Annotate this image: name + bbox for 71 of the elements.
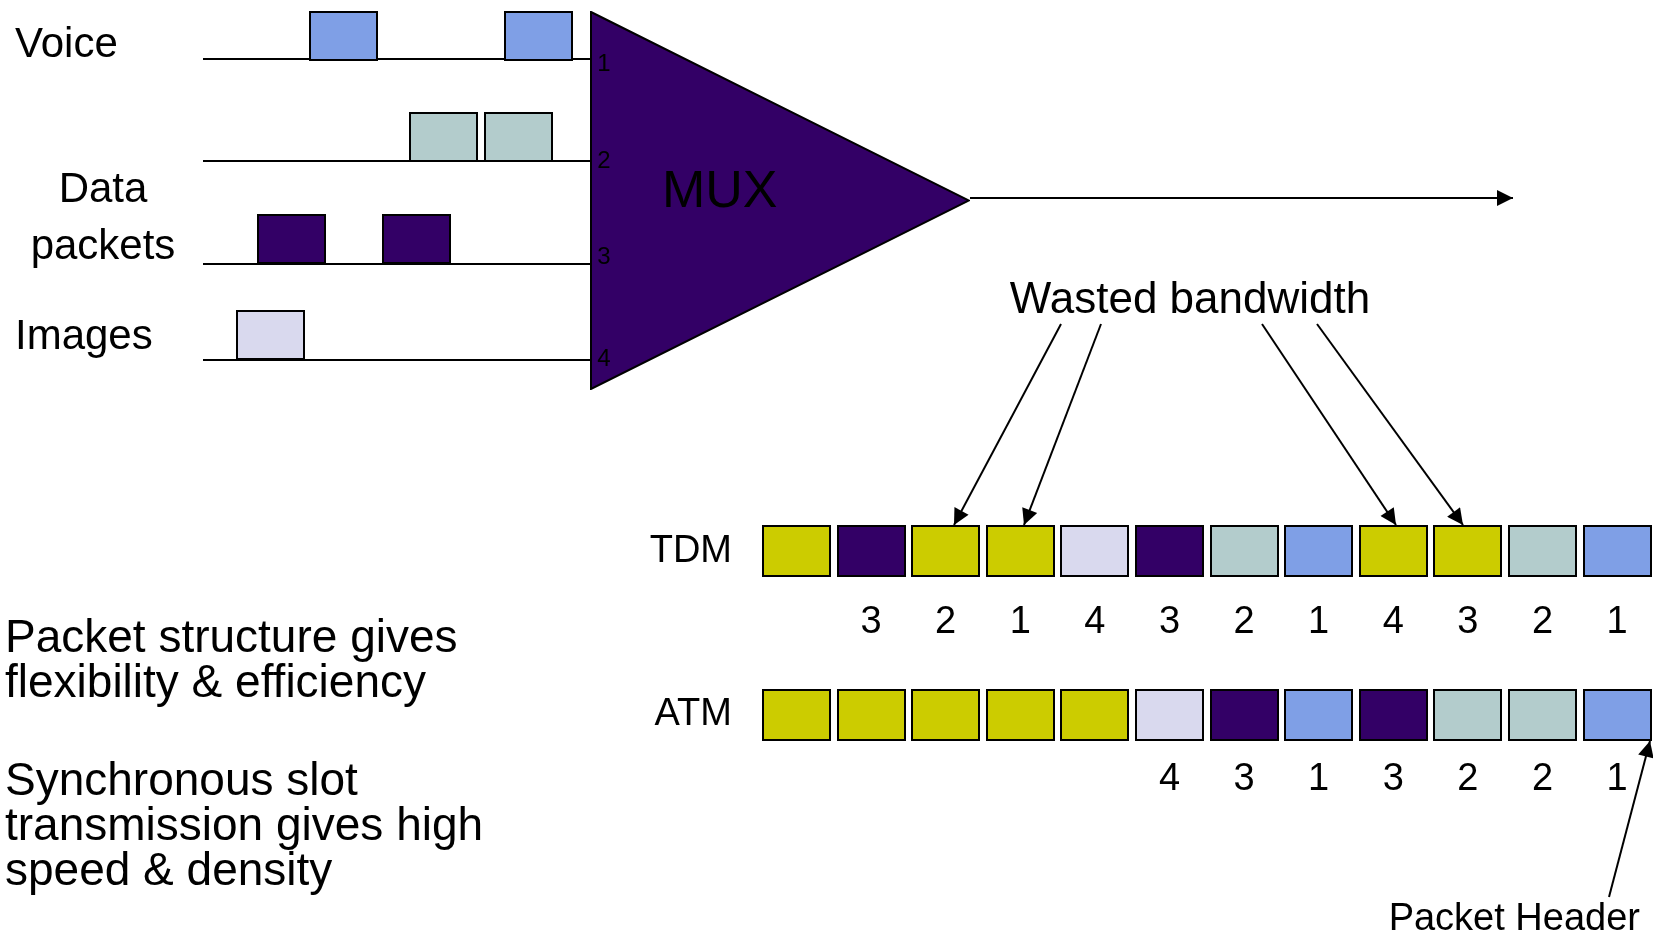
channel-number: 1 bbox=[1606, 601, 1628, 639]
packet-block bbox=[382, 214, 451, 264]
arrow bbox=[969, 190, 1514, 206]
packet-block bbox=[504, 11, 573, 61]
row-label: TDM bbox=[649, 530, 732, 568]
source-label: Data packets bbox=[29, 163, 177, 270]
packet-block bbox=[257, 214, 326, 264]
time-slot-cell bbox=[1284, 689, 1354, 741]
channel-number: 1 bbox=[1308, 758, 1330, 796]
packet-block bbox=[484, 112, 553, 162]
time-slot-cell bbox=[836, 689, 906, 741]
time-slot-cell bbox=[1582, 525, 1652, 577]
signal-line bbox=[202, 263, 591, 265]
channel-number: 2 bbox=[1457, 758, 1479, 796]
source-label: Voice bbox=[15, 22, 118, 64]
channel-number: 3 bbox=[1158, 601, 1181, 639]
channel-number: 1 bbox=[1308, 601, 1330, 639]
port-number: 3 bbox=[597, 244, 611, 268]
time-slot-cell bbox=[1358, 689, 1428, 741]
channel-number: 3 bbox=[860, 601, 882, 639]
source-label: Images bbox=[15, 314, 153, 356]
arrow bbox=[1608, 740, 1653, 898]
time-slot-cell bbox=[1135, 525, 1204, 577]
time-slot-cell bbox=[911, 689, 981, 741]
time-slot-cell bbox=[762, 525, 831, 577]
time-slot-cell bbox=[1358, 525, 1428, 577]
time-slot-cell bbox=[1209, 525, 1279, 577]
time-slot-cell bbox=[1582, 689, 1652, 741]
time-slot-cell bbox=[1209, 689, 1279, 741]
arrow bbox=[1261, 323, 1397, 526]
channel-number: 2 bbox=[1233, 601, 1255, 639]
channel-number: 2 bbox=[1531, 601, 1554, 639]
channel-number: 4 bbox=[1382, 601, 1404, 639]
time-slot-cell bbox=[836, 525, 906, 577]
time-slot-cell bbox=[1135, 689, 1204, 741]
row-label: ATM bbox=[654, 693, 732, 731]
arrow bbox=[1022, 323, 1102, 526]
time-slot-cell bbox=[1284, 525, 1354, 577]
time-slot-cell bbox=[1433, 525, 1503, 577]
time-slot-cell bbox=[1433, 689, 1503, 741]
time-slot-cell bbox=[911, 525, 981, 577]
time-slot-cell bbox=[985, 689, 1055, 741]
port-number: 4 bbox=[597, 346, 611, 370]
time-slot-cell bbox=[1508, 525, 1577, 577]
packet-block bbox=[309, 11, 378, 61]
time-slot-cell bbox=[985, 525, 1055, 577]
channel-number: 3 bbox=[1382, 758, 1404, 796]
channel-number: 2 bbox=[935, 601, 957, 639]
port-number: 2 bbox=[597, 148, 611, 172]
callout-text: Wasted bandwidth bbox=[1009, 274, 1371, 323]
time-slot-cell bbox=[1508, 689, 1577, 741]
channel-number: 2 bbox=[1531, 758, 1554, 796]
note-text: Packet structure gives flexibility & efficiency bbox=[5, 614, 459, 705]
channel-number: 1 bbox=[1606, 758, 1628, 796]
time-slot-cell bbox=[762, 689, 831, 741]
channel-number: 4 bbox=[1084, 601, 1106, 639]
channel-number: 4 bbox=[1158, 758, 1181, 796]
arrow bbox=[1316, 323, 1464, 526]
signal-line bbox=[202, 359, 591, 361]
time-slot-cell bbox=[1060, 525, 1130, 577]
channel-number: 3 bbox=[1457, 601, 1479, 639]
channel-number: 3 bbox=[1233, 758, 1255, 796]
channel-number: 1 bbox=[1009, 601, 1031, 639]
note-text: Synchronous slot transmission gives high speed & density bbox=[5, 757, 485, 893]
packet-block bbox=[409, 112, 478, 162]
port-number: 1 bbox=[597, 51, 611, 75]
packet-block bbox=[236, 310, 305, 360]
arrow bbox=[953, 323, 1062, 526]
callout-text: Packet Header bbox=[1388, 897, 1640, 939]
mux-label: MUX bbox=[662, 163, 778, 215]
time-slot-cell bbox=[1060, 689, 1130, 741]
